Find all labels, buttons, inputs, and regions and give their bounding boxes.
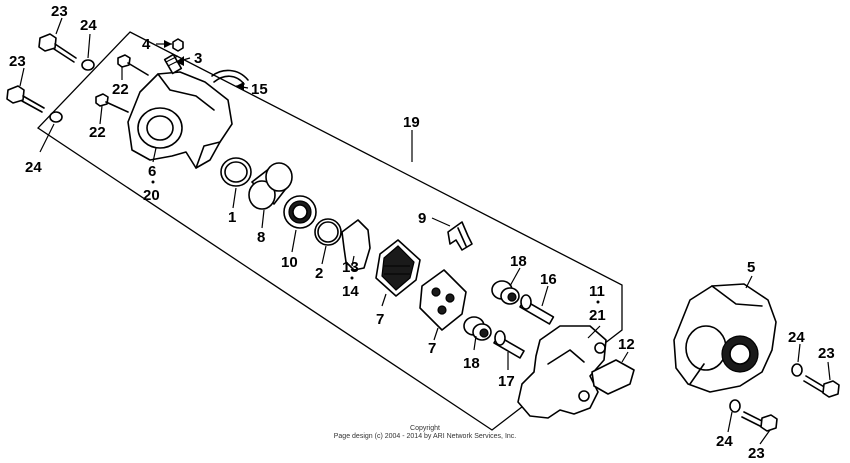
label-4: 4 <box>142 36 151 53</box>
bolt-part-23-upper-right <box>803 375 840 398</box>
label-1: 1 <box>228 209 236 226</box>
pin-part-17 <box>493 330 525 359</box>
label-3: 3 <box>194 50 202 67</box>
label-18-lower: 18 <box>463 355 480 372</box>
label-14: 14 <box>342 283 359 300</box>
copyright-line-2: Page design (c) 2004 - 2014 by ARI Netwo… <box>333 433 517 440</box>
brake-pad-part-7-first <box>375 239 421 297</box>
pin-part-16 <box>519 294 555 325</box>
boot-part-18-lower <box>463 316 492 341</box>
pad-spring-part-9 <box>447 221 473 251</box>
bolt-part-22-lower <box>95 93 129 113</box>
pad-retainer-part-12 <box>591 359 635 395</box>
label-13: 13 <box>342 259 359 276</box>
label-17: 17 <box>498 373 515 390</box>
caliper-bracket-part-21 <box>517 325 607 419</box>
assembled-caliper-part-5 <box>673 283 777 393</box>
brake-pad-part-7-second <box>419 269 467 331</box>
label-15: 15 <box>251 81 268 98</box>
label-6: 6 <box>148 163 156 180</box>
boot-part-18-upper <box>491 280 520 305</box>
washer-part-24-lower-right <box>729 399 741 413</box>
retaining-ring-part-2 <box>314 218 342 246</box>
label-9: 9 <box>418 210 426 227</box>
label-23-lower-left: 23 <box>9 53 26 70</box>
bolt-part-22-upper <box>117 54 149 76</box>
label-19: 19 <box>403 114 420 131</box>
label-24-upper-right: 24 <box>788 329 805 346</box>
arrow-to-part-4 <box>164 40 172 48</box>
piston-part-8 <box>248 162 293 210</box>
copyright-notice: Copyright Page design (c) 2004 - 2014 by… <box>0 425 850 441</box>
arrow-to-part-15 <box>236 82 244 90</box>
label-24-upper-left: 24 <box>80 17 97 34</box>
caliper-body-part-6 <box>127 71 233 169</box>
washer-part-24-lower-left <box>49 111 63 123</box>
dot-part-11 <box>596 300 600 304</box>
arrow-to-part-3 <box>176 56 184 66</box>
bleeder-cap-part-4 <box>172 38 184 52</box>
label-21: 21 <box>589 307 606 324</box>
label-11: 11 <box>589 283 605 300</box>
label-8: 8 <box>257 229 265 246</box>
label-24-lower-left: 24 <box>25 159 42 176</box>
bolt-part-23-lower-left <box>6 85 45 113</box>
label-23-lower-right: 23 <box>748 445 765 462</box>
label-24-lower-right: 24 <box>716 433 733 450</box>
label-7-second: 7 <box>428 340 436 357</box>
label-10: 10 <box>281 254 298 271</box>
washer-part-24-upper-right <box>791 363 803 377</box>
label-7-first: 7 <box>376 311 384 328</box>
label-16: 16 <box>540 271 557 288</box>
dust-seal-part-10 <box>283 195 317 229</box>
label-22-lower: 22 <box>89 124 106 141</box>
dot-part-14 <box>350 276 354 280</box>
bolt-part-23-lower-right <box>741 411 778 432</box>
copyright-line-1: Copyright <box>410 425 440 432</box>
label-2: 2 <box>315 265 323 282</box>
label-5: 5 <box>747 259 755 276</box>
piston-seal-part-1 <box>220 157 252 187</box>
label-20: 20 <box>143 187 160 204</box>
label-12: 12 <box>618 336 635 353</box>
label-22-upper: 22 <box>112 81 129 98</box>
shim-part-13 <box>341 219 371 271</box>
washer-part-24-upper-left <box>81 59 95 71</box>
dot-part-20 <box>151 180 155 184</box>
label-18-upper: 18 <box>510 253 527 270</box>
label-23-upper-left: 23 <box>51 3 68 20</box>
label-23-upper-right: 23 <box>818 345 835 362</box>
clip-part-15 <box>211 69 249 85</box>
bolt-part-23-upper-left <box>38 33 77 63</box>
